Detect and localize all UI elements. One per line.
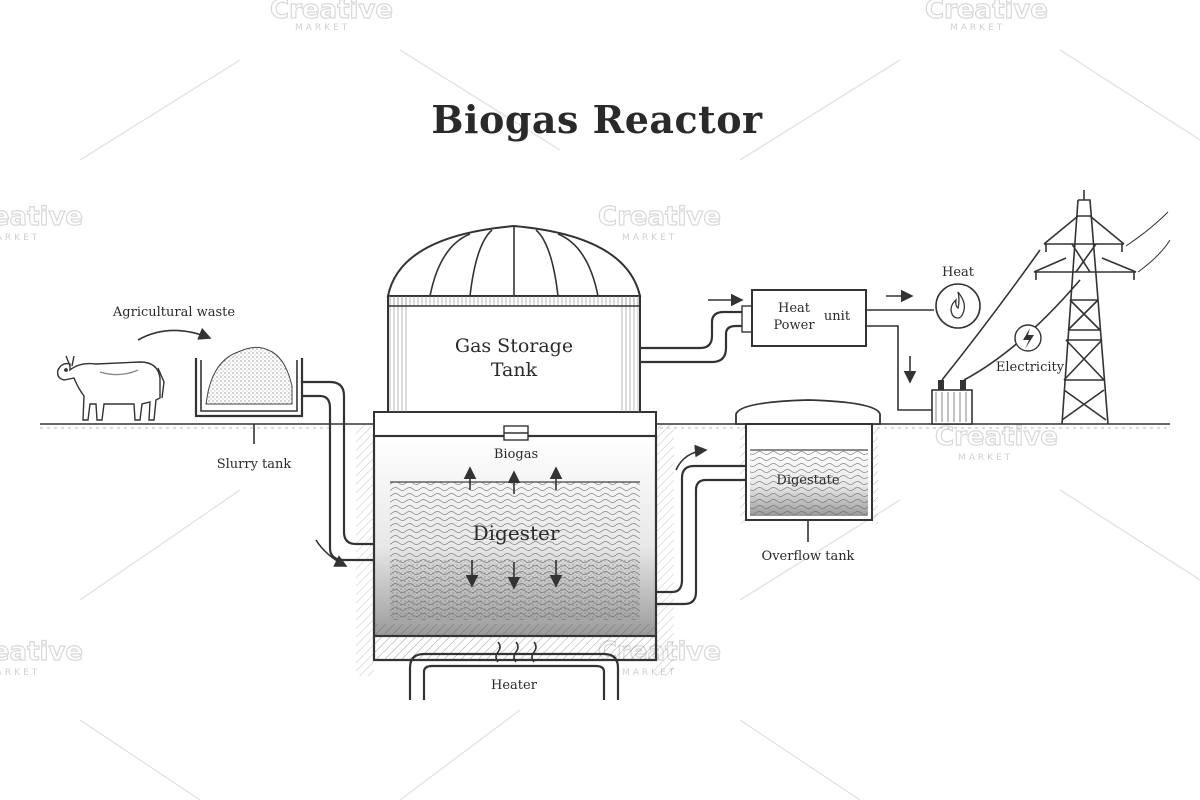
- svg-text:Creative: Creative: [935, 422, 1058, 452]
- lightning-icon: [1023, 328, 1034, 349]
- flame-icon: [950, 291, 966, 319]
- label-gas-storage-tank-line1: Gas Storage: [455, 335, 573, 357]
- label-biogas: Biogas: [494, 447, 538, 462]
- label-digester: Digester: [473, 521, 560, 545]
- power-pylon: [1033, 190, 1171, 425]
- svg-text:MARKET: MARKET: [0, 668, 40, 678]
- label-heater: Heater: [491, 678, 538, 693]
- digester-tank: [356, 411, 674, 676]
- label-heat-power-line1: Heat: [778, 301, 811, 316]
- gas-pipe: [640, 293, 753, 364]
- svg-text:MARKET: MARKET: [295, 23, 350, 33]
- label-heat-power-line2: Power: [773, 318, 815, 333]
- svg-text:MARKET: MARKET: [950, 23, 1005, 33]
- label-digestate: Digestate: [776, 473, 839, 488]
- svg-text:Creative: Creative: [0, 637, 83, 667]
- label-electricity: Electricity: [996, 360, 1065, 375]
- svg-text:Creative: Creative: [270, 0, 393, 25]
- label-heat: Heat: [942, 265, 975, 280]
- heat-power-unit: [751, 289, 867, 347]
- label-agricultural-waste: Agricultural waste: [112, 305, 236, 320]
- gas-nozzle: [503, 425, 529, 441]
- svg-text:MARKET: MARKET: [622, 233, 677, 243]
- digester-down-arrows: [465, 560, 563, 590]
- slurry-tank: [194, 346, 304, 444]
- svg-text:MARKET: MARKET: [958, 453, 1013, 463]
- power-cable: [866, 325, 932, 411]
- outlet-pipe: [656, 444, 746, 606]
- svg-text:Creative: Creative: [0, 202, 83, 232]
- label-slurry-tank: Slurry tank: [217, 457, 292, 472]
- agricultural-waste-arrow: [137, 327, 212, 341]
- transformer: [931, 380, 973, 425]
- gas-storage-tank: [386, 224, 642, 413]
- inlet-pipe: [302, 380, 374, 567]
- heater: [408, 641, 620, 700]
- label-gas-storage-tank-line2: Tank: [491, 359, 538, 381]
- diagram-title: Biogas Reactor: [431, 97, 763, 142]
- svg-text:Creative: Creative: [925, 0, 1048, 25]
- biogas-up-arrows: [463, 466, 563, 494]
- overflow-tank: [735, 399, 881, 542]
- label-overflow-tank: Overflow tank: [762, 549, 855, 564]
- svg-text:MARKET: MARKET: [0, 233, 40, 243]
- cow-illustration: [56, 355, 165, 421]
- svg-text:Creative: Creative: [598, 202, 721, 232]
- svg-text:MARKET: MARKET: [622, 668, 677, 678]
- watermark-logos: Creative MARKET Creative MARKET Creative…: [0, 0, 1059, 678]
- label-heat-power-unit: unit: [824, 309, 851, 324]
